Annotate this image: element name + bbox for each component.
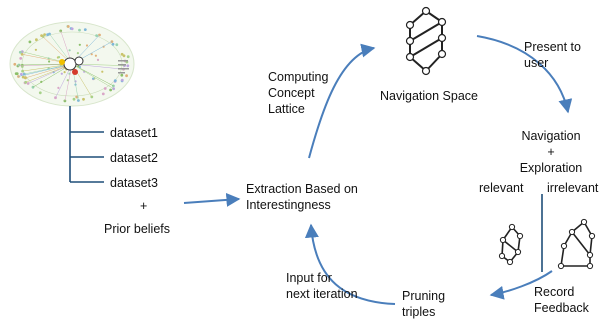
computing-lattice-label: Computing Concept Lattice	[268, 70, 329, 116]
irrelevant-label: irrelevant	[547, 181, 599, 195]
relevant-lattice-icon	[498, 223, 524, 266]
navigation-exploration-label: Navigation + Exploration	[519, 129, 583, 175]
irrelevant-lattice-icon	[557, 218, 596, 270]
dataset-tree	[69, 106, 104, 183]
lattice-icon	[405, 6, 447, 76]
present-to-user-label: Present to user	[524, 40, 581, 70]
dataset2-label: dataset2	[110, 151, 158, 165]
arrow-to-extraction	[183, 192, 241, 207]
input-next-iteration-label: Input for next iteration	[286, 271, 358, 301]
knowledge-graph-image	[9, 21, 135, 107]
arrow-to-extraction-feedback	[304, 223, 396, 305]
pruning-triples-label: Pruning triples	[402, 289, 446, 319]
arrow-to-navigation-space	[308, 43, 376, 159]
extraction-label: Extraction Based on Interestingness	[246, 182, 358, 212]
dataset3-label: dataset3	[110, 176, 158, 190]
relevant-label: relevant	[479, 181, 524, 195]
plus-sign: +	[140, 199, 148, 213]
arrow-to-record-feedback	[489, 270, 553, 300]
arrow-present-to-user	[476, 35, 573, 114]
dataset1-label: dataset1	[110, 126, 158, 140]
record-feedback-label: Record Feedback	[534, 285, 589, 315]
prior-beliefs-label: Prior beliefs	[104, 222, 170, 236]
navigation-space-label: Navigation Space	[380, 89, 478, 103]
